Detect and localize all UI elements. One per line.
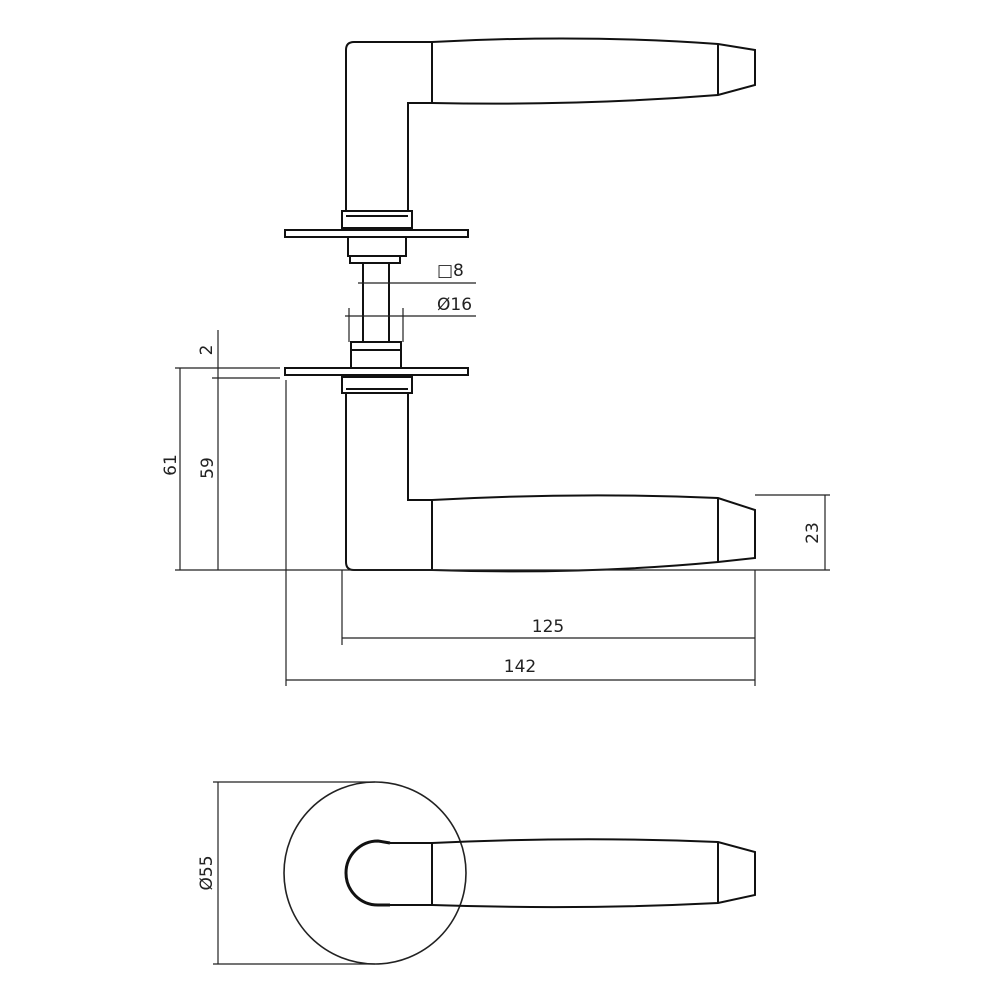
- dimension-lines: [175, 282, 830, 686]
- lower-handle: [345, 393, 756, 573]
- height-handle-label: 59: [198, 457, 218, 479]
- projection-total-label: 142: [504, 657, 536, 677]
- rose-diameter-label: Ø55: [197, 855, 217, 890]
- upper-rose: [284, 210, 469, 264]
- rose-circle: [283, 781, 467, 965]
- square-spindle-label: □8: [437, 261, 464, 281]
- front-view: [213, 781, 756, 965]
- upper-handle: [345, 37, 756, 210]
- lower-handle-grip: [431, 494, 756, 573]
- spindle-diameter-label: Ø16: [437, 295, 472, 315]
- rose-thickness-label: 2: [197, 345, 217, 356]
- upper-handle-grip: [431, 37, 756, 105]
- spindle: [350, 263, 402, 367]
- grip-height-label: 23: [803, 522, 823, 544]
- lower-rose: [284, 367, 469, 394]
- lower-handle-neck: [345, 393, 432, 571]
- upper-handle-neck: [345, 41, 433, 210]
- handle-length-label: 125: [532, 617, 564, 637]
- height-total-label: 61: [161, 454, 181, 476]
